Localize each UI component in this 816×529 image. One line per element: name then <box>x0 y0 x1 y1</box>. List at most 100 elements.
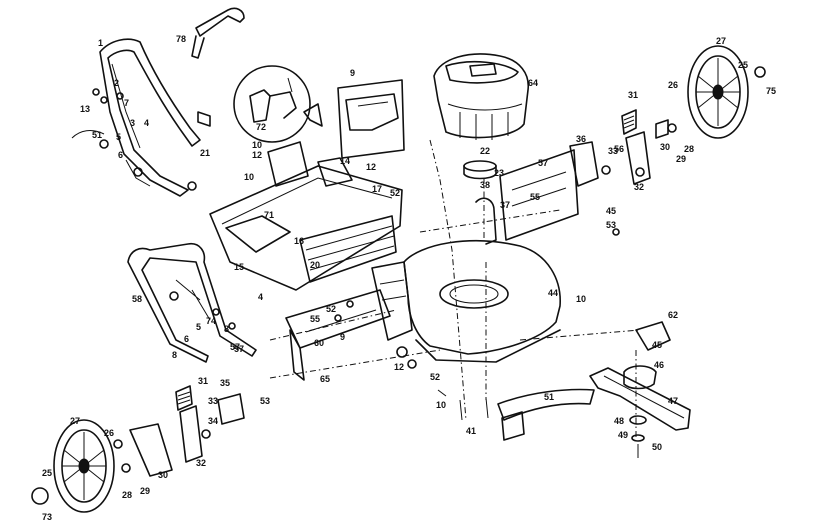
part-label: 30 <box>660 142 670 152</box>
part-label: 25 <box>738 60 748 70</box>
part-label: 48 <box>614 416 624 426</box>
part-label: 50 <box>652 442 662 452</box>
part-label: 33 <box>208 396 218 406</box>
part-label: 15 <box>234 262 244 272</box>
engine-pulley <box>463 160 497 180</box>
part-label: 12 <box>366 162 376 172</box>
part-label: 32 <box>634 182 644 192</box>
part-label: 52 <box>430 372 440 382</box>
part-label: 12 <box>394 362 404 372</box>
part-label: 53 <box>606 220 616 230</box>
part-label: 74 <box>206 316 216 326</box>
part-label: 56 <box>614 144 624 154</box>
part-label: 7 <box>124 98 129 108</box>
part-label: 1 <box>98 38 103 48</box>
part-label: 33 <box>608 146 618 156</box>
part-label: 52 <box>326 304 336 314</box>
part-label: 38 <box>480 180 490 190</box>
part-label: 51 <box>92 130 102 140</box>
part-label: 41 <box>466 426 476 436</box>
part-label: 32 <box>196 458 206 468</box>
part-label: 26 <box>104 428 114 438</box>
part-label: 17 <box>372 184 382 194</box>
part-label: 29 <box>676 154 686 164</box>
part-label: 57 <box>230 342 240 352</box>
part-label: 4 <box>258 292 263 302</box>
part-label: 29 <box>140 486 150 496</box>
part-label: 3 <box>130 118 135 128</box>
grass-bag <box>209 141 403 291</box>
part-label: 13 <box>80 104 90 114</box>
part-label: 35 <box>220 378 230 388</box>
part-label: 25 <box>42 468 52 478</box>
part-label: 8 <box>172 350 177 360</box>
part-label: 14 <box>340 156 350 166</box>
loose-bolts <box>334 228 620 421</box>
part-label: 16 <box>294 236 304 246</box>
part-label: 10 <box>436 400 446 410</box>
rear-wheel-right <box>687 45 749 139</box>
part-label: 10 <box>576 294 586 304</box>
part-label: 6 <box>184 334 189 344</box>
part-label: 75 <box>766 86 776 96</box>
part-label: 36 <box>576 134 586 144</box>
part-label: 31 <box>628 90 638 100</box>
part-label: 22 <box>480 146 490 156</box>
part-label: 49 <box>618 430 628 440</box>
part-label: 57 <box>234 344 244 354</box>
part-label: 51 <box>544 392 554 402</box>
part-label: 47 <box>668 396 678 406</box>
part-label: 30 <box>158 470 168 480</box>
mower-deck <box>371 240 561 363</box>
rear-axle-bracket <box>285 289 391 381</box>
assembly-axis-lines <box>269 139 641 440</box>
grass-deflector <box>337 79 405 159</box>
part-label: 62 <box>668 310 678 320</box>
height-adjuster-left <box>113 385 245 477</box>
part-label: 45 <box>606 206 616 216</box>
engine <box>433 53 529 140</box>
part-label: 23 <box>494 168 504 178</box>
part-label: 27 <box>716 36 726 46</box>
part-label: 55 <box>310 314 320 324</box>
part-label: 34 <box>208 416 218 426</box>
part-label: 52 <box>390 188 400 198</box>
part-label: 44 <box>548 288 558 298</box>
lower-handle <box>127 242 257 363</box>
part-label: 45 <box>652 340 662 350</box>
handle-top-grip <box>191 7 245 59</box>
part-label: 27 <box>70 416 80 426</box>
part-label: 20 <box>310 260 320 270</box>
cable-and-bolts <box>71 88 211 191</box>
mulching-baffle <box>497 388 595 441</box>
part-label: 10 <box>252 140 262 150</box>
part-label: 9 <box>340 332 345 342</box>
inset-detail <box>233 65 323 143</box>
part-label: 73 <box>42 512 52 522</box>
blade-adapter <box>623 321 671 458</box>
part-label: 78 <box>176 34 186 44</box>
part-label: 60 <box>314 338 324 348</box>
part-label: 28 <box>684 144 694 154</box>
part-label: 26 <box>668 80 678 90</box>
height-adjuster-right <box>601 66 766 185</box>
upper-handle <box>99 38 201 197</box>
part-label: 8 <box>224 324 229 334</box>
part-label: 2 <box>114 78 119 88</box>
part-label: 53 <box>260 396 270 406</box>
blade <box>589 367 691 431</box>
part-label: 12 <box>252 150 262 160</box>
part-label: 57 <box>538 158 548 168</box>
part-label: 5 <box>116 132 121 142</box>
part-label: 21 <box>200 148 210 158</box>
part-label: 46 <box>654 360 664 370</box>
part-label: 6 <box>118 150 123 160</box>
front-axle-bracket <box>475 141 599 245</box>
part-label: 65 <box>320 374 330 384</box>
part-label: 4 <box>144 118 149 128</box>
front-wheel-left <box>31 419 115 513</box>
part-label: 72 <box>256 122 266 132</box>
part-label: 37 <box>500 200 510 210</box>
